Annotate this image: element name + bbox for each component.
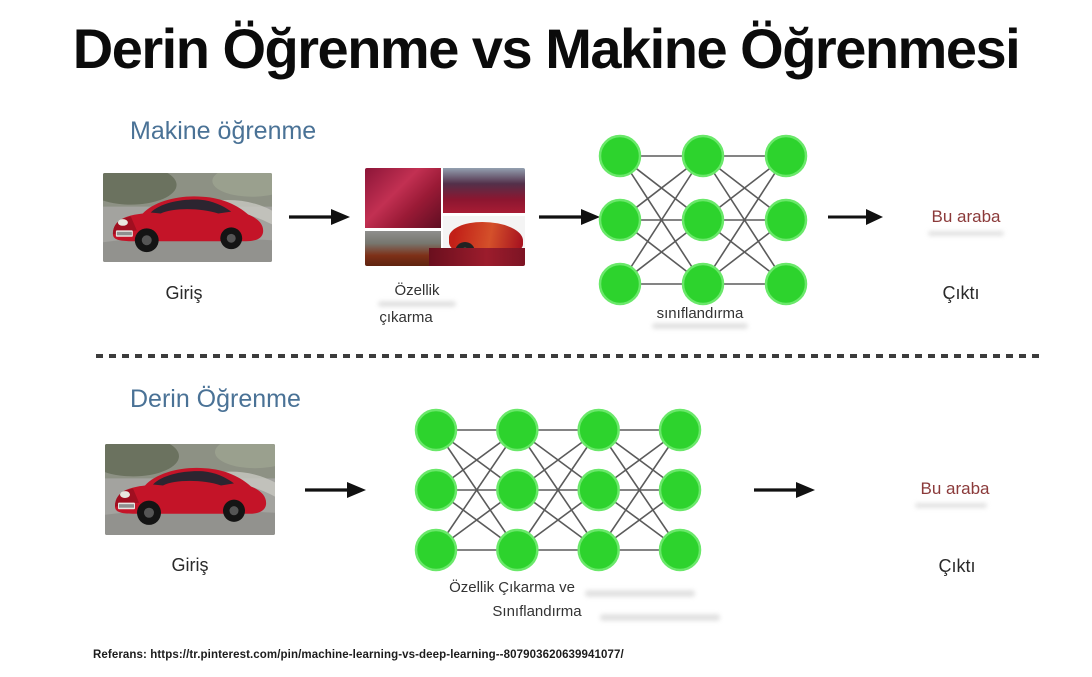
network-node [598,262,642,306]
ml-output-label: Çıktı [942,283,980,303]
dl-network-label-line2: Sınıflandırma [492,603,582,620]
ml-feature-collage-image [365,168,525,266]
arrow-right-icon [305,482,366,498]
network-node [598,198,642,242]
collage-tile [365,168,441,228]
erase-smudge [928,231,1004,236]
ml-feature-label-line1: Özellik [394,282,440,299]
network-node [577,528,620,572]
network-node [681,198,725,242]
network-node [414,468,458,512]
dl-section-heading: Derin Öğrenme [130,385,301,413]
dl-network-diagram [414,408,702,572]
network-node [764,262,808,306]
ml-output-text: Bu araba [931,207,1001,226]
network-node [496,468,539,512]
network-node [764,198,808,242]
page-title: Derin Öğrenme vs Makine Öğrenmesi [72,17,1021,80]
network-node [764,134,808,178]
network-node [496,528,539,572]
ml-network-label: sınıflandırma [656,305,744,322]
collage-tile [365,231,441,266]
erase-smudge [585,590,695,597]
dl-output-text: Bu araba [920,479,990,498]
network-node [658,528,702,572]
ml-feature-label-line2: çıkarma [379,309,433,326]
arrow-right-icon [828,209,883,225]
network-node [658,468,702,512]
erase-smudge [600,614,720,621]
arrow-right-icon [754,482,815,498]
section-divider [96,354,1042,358]
ml-input-label: Giriş [165,283,203,303]
collage-tile [429,248,525,266]
ml-network-diagram [598,134,808,306]
ml-section-heading: Makine öğrenme [130,117,317,145]
dl-input-car-image [105,444,275,535]
network-node [598,134,642,178]
arrow-right-icon [289,209,350,225]
car-photo-icon [105,444,275,535]
collage-tile [443,168,525,213]
network-node [658,408,702,452]
dl-network-label-line1: Özellik Çıkarma ve [449,579,575,596]
reference-text: Referans: https://tr.pinterest.com/pin/m… [93,649,624,661]
erase-smudge [378,301,456,307]
ml-input-car-image [103,173,272,262]
erase-smudge [915,503,987,508]
network-node [681,134,725,178]
network-node [681,262,725,306]
network-node [414,528,458,572]
network-node [414,408,458,452]
erase-smudge [652,323,748,329]
network-node [577,468,620,512]
arrow-right-icon [539,209,600,225]
network-node [496,408,539,452]
car-photo-icon [103,173,272,262]
dl-input-label: Giriş [171,555,209,575]
dl-output-label: Çıktı [938,556,976,576]
network-node [577,408,620,452]
